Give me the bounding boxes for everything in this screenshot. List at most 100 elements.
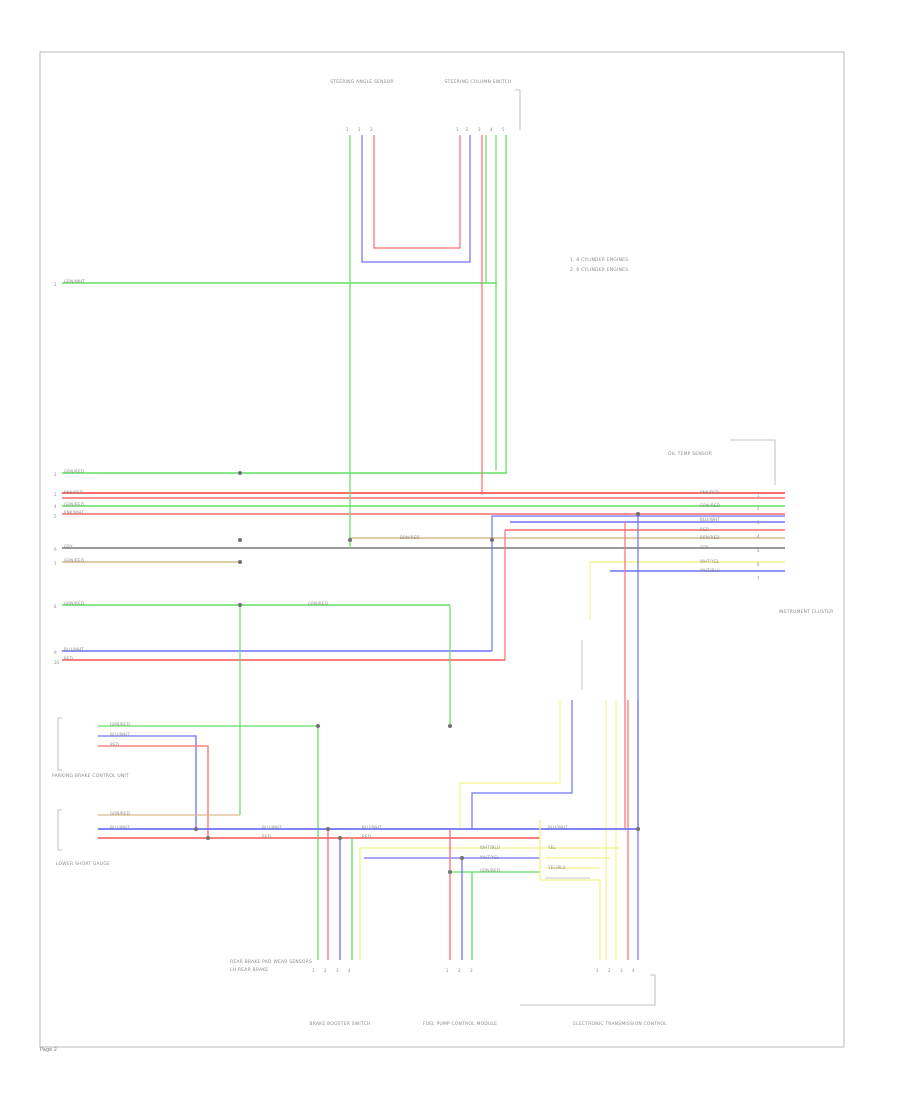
fuel-pump-module-label: FUEL PUMP CONTROL MODULE: [422, 1022, 498, 1027]
wire-label: GRN/RED: [64, 469, 85, 474]
pin-mark: 2: [608, 968, 611, 973]
wire-label: PNK/RED: [700, 490, 720, 495]
wire-label: YEL/BLU: [548, 865, 566, 870]
wire-label: GRN/RED: [64, 558, 85, 563]
junction-dots: [194, 471, 640, 874]
pin-mark: 10: [54, 660, 60, 665]
lg-connector-bracket: [57, 809, 62, 851]
pin-mark: 4: [348, 968, 351, 973]
wire-label: WHT/BLU: [480, 845, 500, 850]
wire-label: GRN/RED: [700, 503, 721, 508]
pin-mark: 7: [54, 561, 57, 566]
pin-mark: 3: [54, 492, 57, 497]
wire-label: BLU/WHT: [362, 825, 382, 830]
oil-temp-sensor-label: OIL TEMP SENSOR: [668, 452, 713, 457]
wire-label: BLU/WHT: [110, 732, 130, 737]
pin-mark: 4: [632, 968, 635, 973]
junction-dot: [316, 724, 320, 728]
wire-label: BLU/WHT: [548, 825, 568, 830]
pin-mark: 1: [446, 968, 449, 973]
wire-label: GRY: [700, 545, 709, 550]
pin-mark: 3: [370, 127, 373, 132]
pin-mark: 3: [478, 127, 481, 132]
junction-dot: [238, 603, 242, 607]
pin-mark: 1: [312, 968, 315, 973]
junction-dot: [636, 827, 640, 831]
steering-angle-sensor-label: STEERING ANGLE SENSOR: [330, 80, 394, 85]
wire-label: RED: [110, 742, 119, 747]
pin-mark: 3: [470, 968, 473, 973]
page-number: Page 2: [40, 1047, 57, 1053]
pin-mark: 1: [596, 968, 599, 973]
pin-mark: 4: [54, 504, 57, 509]
junction-dot: [636, 512, 640, 516]
wire-label: GRN/RED: [110, 811, 131, 816]
junction-dot: [338, 836, 342, 840]
pin-mark: 3: [757, 520, 760, 525]
pin-mark: 4: [757, 534, 760, 539]
pin-mark: 5: [757, 548, 760, 553]
wire-label: PNK/WHT: [64, 510, 85, 515]
wire-steering-angle-blue: [361, 135, 471, 263]
junction-dot: [238, 538, 242, 542]
junction-dot: [448, 870, 452, 874]
pin-mark: 1: [456, 127, 459, 132]
wire-label: RED: [362, 834, 371, 839]
oil-temp-bracket: [730, 439, 776, 485]
wire-steering-angle-red: [373, 135, 461, 249]
wire-label: GRN/RED: [480, 868, 501, 873]
legend-item-1: 1. 8 CYLINDER ENGINES: [570, 258, 629, 263]
wire-label: WHT/YEL: [480, 855, 500, 860]
horizontal-bus-wires: [62, 282, 785, 661]
wire-label: BLU/WHT: [64, 647, 84, 652]
junction-dot: [490, 538, 494, 542]
wire-label: WHT/BLU: [700, 568, 720, 573]
lower-short-gauge-label: LOWER SHORT GAUGE: [56, 862, 111, 867]
pin-mark: 1: [346, 127, 349, 132]
pin-mark: 5: [54, 514, 57, 519]
legend-item-2: 2. 6 CYLINDER ENGINES: [570, 268, 629, 273]
lh-rear-brake-label: LH REAR BRAKE: [230, 968, 269, 973]
pb-connector-bracket: [57, 717, 62, 771]
parking-brake-module-label: PARKING BRAKE CONTROL UNIT: [52, 774, 129, 779]
junction-dot: [326, 827, 330, 831]
junction-dot: [194, 827, 198, 831]
pin-mark: 7: [757, 576, 760, 581]
pin-mark: 2: [54, 472, 57, 477]
wire-label: WHT/YEL: [700, 559, 720, 564]
pin-mark: 2: [458, 968, 461, 973]
wire-label: BLU/WHT: [700, 517, 720, 522]
rear-brake-pad-label: REAR BRAKE PAD WEAR SENSORS: [230, 960, 313, 965]
junction-dot: [238, 471, 242, 475]
pin-mark: 6: [757, 562, 760, 567]
wire-label: RED: [262, 834, 271, 839]
wire-label: GRN/RED: [308, 601, 329, 606]
pin-mark: 2: [466, 127, 469, 132]
wire-label: GRY: [64, 544, 73, 549]
pin-mark: 3: [336, 968, 339, 973]
wire-label: PNK/RED: [64, 490, 84, 495]
left-module-wires: [98, 725, 640, 960]
junction-dot: [238, 560, 242, 564]
wire-label: BLU/WHT: [110, 825, 130, 830]
brake-booster-switch-label: BRAKE BOOSTER SWITCH: [309, 1022, 371, 1027]
junction-dot: [448, 724, 452, 728]
pin-mark: 2: [757, 506, 760, 511]
instrument-cluster-label: INSTRUMENT CLUSTER: [778, 610, 834, 615]
lower-vertical-wires: [239, 514, 785, 960]
pin-marks: 1 2 3 1 2 3 4 5 1 2 3 4 1 2 3 1 2 3 4 1 …: [54, 127, 760, 973]
steering-column-switch-label: STEERING COLUMN SWITCH: [444, 80, 512, 85]
junction-dot: [348, 538, 352, 542]
pin-mark: 3: [620, 968, 623, 973]
top-right-bracket: [515, 89, 521, 130]
pin-mark: 4: [490, 127, 493, 132]
pin-mark: 8: [54, 604, 57, 609]
transmission-control-label: ELECTRONIC TRANSMISSION CONTROL: [573, 1022, 667, 1027]
wire-label: RED: [64, 656, 73, 661]
junction-dot: [206, 836, 210, 840]
etc-bracket: [520, 974, 656, 1006]
pin-mark: 5: [502, 127, 505, 132]
pin-mark: 1: [757, 493, 760, 498]
pin-mark: 1: [54, 282, 57, 287]
